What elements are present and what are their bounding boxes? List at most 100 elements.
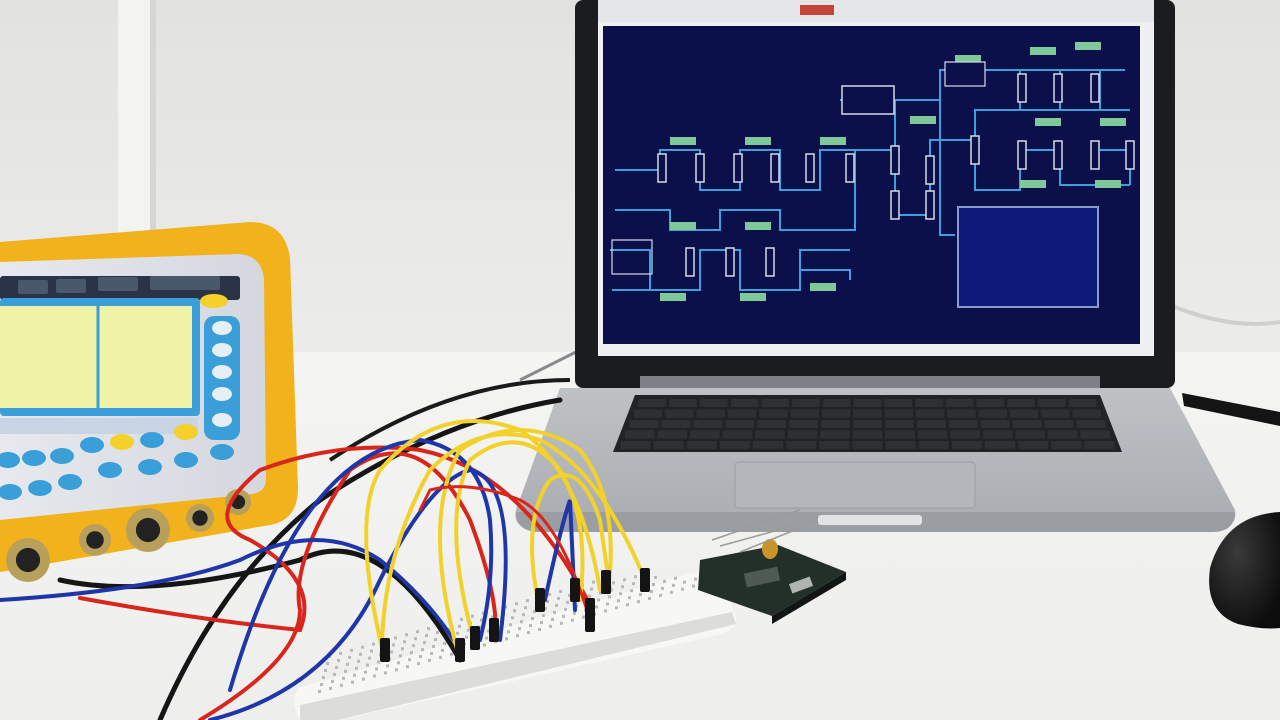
- keyboard-key[interactable]: [945, 399, 974, 407]
- keyboard-key[interactable]: [699, 399, 728, 407]
- keyboard-key[interactable]: [1015, 430, 1045, 439]
- keyboard-key[interactable]: [787, 430, 818, 439]
- laptop-trackpad[interactable]: [734, 461, 976, 509]
- keyboard-key[interactable]: [725, 420, 755, 428]
- side-button[interactable]: [212, 365, 232, 379]
- keyboard-key[interactable]: [629, 420, 659, 428]
- front-button[interactable]: [28, 480, 52, 496]
- keyboard-key[interactable]: [978, 409, 1007, 418]
- front-button[interactable]: [98, 462, 122, 478]
- keyboard-key[interactable]: [696, 409, 725, 418]
- keyboard-key[interactable]: [719, 441, 751, 449]
- keyboard-key[interactable]: [916, 420, 946, 428]
- keyboard-key[interactable]: [884, 420, 914, 428]
- keyboard-key[interactable]: [915, 399, 943, 407]
- keyboard-key[interactable]: [1072, 409, 1101, 418]
- keyboard-key[interactable]: [982, 430, 1013, 439]
- front-button[interactable]: [174, 424, 198, 440]
- keyboard-key[interactable]: [669, 399, 697, 407]
- side-button[interactable]: [212, 321, 232, 335]
- keyboard-key[interactable]: [686, 441, 717, 449]
- power-button[interactable]: [200, 294, 228, 308]
- front-button[interactable]: [0, 452, 20, 468]
- menu-icon[interactable]: [800, 5, 834, 15]
- front-button[interactable]: [50, 448, 74, 464]
- keyboard-key[interactable]: [822, 399, 851, 407]
- front-button[interactable]: [80, 437, 104, 453]
- keyboard-key[interactable]: [786, 441, 817, 449]
- keyboard-key[interactable]: [822, 409, 851, 418]
- keyboard-key[interactable]: [885, 430, 915, 439]
- keyboard-key[interactable]: [852, 441, 883, 449]
- keyboard-key[interactable]: [820, 430, 850, 439]
- keyboard-key[interactable]: [884, 409, 913, 418]
- keyboard-key[interactable]: [1051, 441, 1082, 449]
- keyboard-key[interactable]: [620, 441, 651, 449]
- keyboard-key[interactable]: [984, 441, 1016, 449]
- keyboard-key[interactable]: [661, 420, 691, 428]
- keyboard-key[interactable]: [852, 430, 883, 439]
- keyboard-key[interactable]: [722, 430, 753, 439]
- keyboard-key[interactable]: [1012, 420, 1042, 428]
- front-button[interactable]: [22, 450, 46, 466]
- keyboard-key[interactable]: [755, 430, 785, 439]
- keyboard-key[interactable]: [638, 399, 667, 407]
- front-button[interactable]: [174, 452, 198, 468]
- front-button[interactable]: [110, 434, 134, 450]
- keyboard-key[interactable]: [885, 441, 916, 449]
- keyboard-key[interactable]: [625, 430, 655, 439]
- keyboard-key[interactable]: [759, 409, 788, 418]
- side-button[interactable]: [212, 413, 232, 427]
- front-button[interactable]: [140, 432, 164, 448]
- side-button[interactable]: [212, 343, 232, 357]
- keyboard-key[interactable]: [916, 409, 945, 418]
- front-button[interactable]: [0, 484, 22, 500]
- keyboard-key[interactable]: [821, 420, 851, 428]
- keyboard-key[interactable]: [790, 409, 819, 418]
- function-key[interactable]: [98, 277, 138, 291]
- keyboard-key[interactable]: [1084, 441, 1115, 449]
- side-button[interactable]: [212, 387, 232, 401]
- keyboard-key[interactable]: [1018, 441, 1049, 449]
- keyboard-key[interactable]: [1080, 430, 1110, 439]
- keyboard-key[interactable]: [980, 420, 1010, 428]
- keyboard-key[interactable]: [947, 409, 976, 418]
- keyboard-key[interactable]: [653, 441, 684, 449]
- function-key[interactable]: [150, 276, 220, 290]
- keyboard-key[interactable]: [753, 441, 784, 449]
- keyboard-key[interactable]: [1076, 420, 1106, 428]
- keyboard-key[interactable]: [690, 430, 720, 439]
- keyboard-key[interactable]: [761, 399, 790, 407]
- keyboard-key[interactable]: [884, 399, 913, 407]
- keyboard-key[interactable]: [951, 441, 982, 449]
- keyboard-key[interactable]: [1041, 409, 1070, 418]
- keyboard-key[interactable]: [948, 420, 978, 428]
- front-button[interactable]: [210, 444, 234, 460]
- front-button[interactable]: [138, 459, 162, 475]
- keyboard-key[interactable]: [657, 430, 688, 439]
- keyboard-key[interactable]: [853, 409, 882, 418]
- keyboard-key[interactable]: [950, 430, 980, 439]
- keyboard-key[interactable]: [917, 430, 948, 439]
- keyboard-key[interactable]: [1047, 430, 1078, 439]
- keyboard-key[interactable]: [1068, 399, 1097, 407]
- keyboard-key[interactable]: [1044, 420, 1074, 428]
- front-button[interactable]: [58, 474, 82, 490]
- keyboard-key[interactable]: [1038, 399, 1066, 407]
- function-key[interactable]: [56, 279, 86, 293]
- keyboard-key[interactable]: [792, 399, 820, 407]
- keyboard-key[interactable]: [1007, 399, 1036, 407]
- keyboard-key[interactable]: [693, 420, 723, 428]
- keyboard-key[interactable]: [665, 409, 694, 418]
- keyboard-key[interactable]: [918, 441, 949, 449]
- keyboard-key[interactable]: [853, 420, 882, 428]
- keyboard-key[interactable]: [789, 420, 819, 428]
- keyboard-key[interactable]: [757, 420, 787, 428]
- keyboard-key[interactable]: [853, 399, 882, 407]
- keyboard-key[interactable]: [1010, 409, 1039, 418]
- keyboard-key[interactable]: [634, 409, 663, 418]
- computer-mouse[interactable]: [1209, 512, 1280, 629]
- keyboard-key[interactable]: [976, 399, 1005, 407]
- keyboard-key[interactable]: [730, 399, 759, 407]
- keyboard-key[interactable]: [819, 441, 850, 449]
